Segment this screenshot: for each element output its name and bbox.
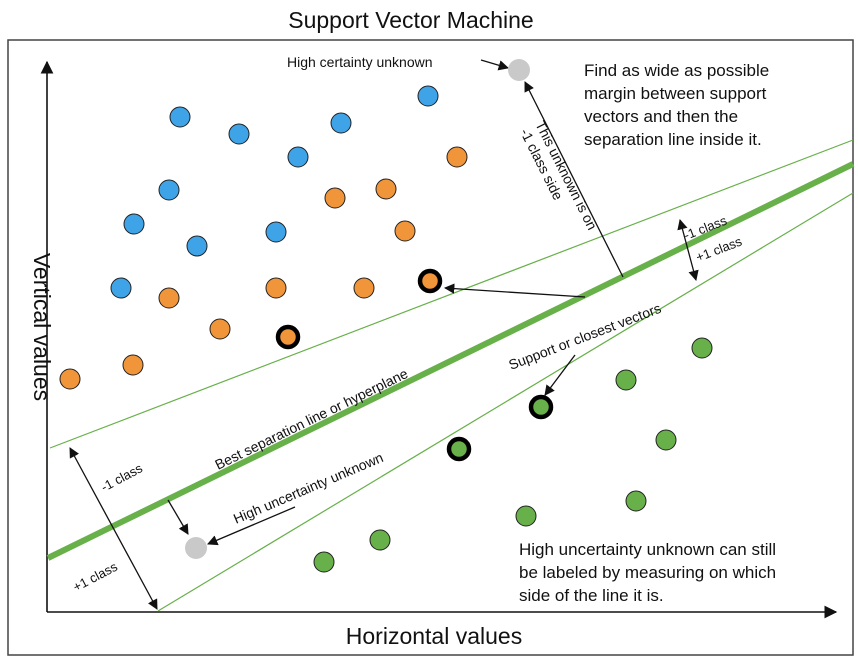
note-find-margin: Find as wide as possible margin between … [584, 61, 774, 149]
green-point [515, 505, 537, 527]
note-find-margin-line: Find as wide as possible [584, 61, 769, 80]
orange-point [122, 354, 144, 376]
orange-point [59, 368, 81, 390]
separation-line [46, 161, 855, 561]
note-find-margin-line: vectors and then the [584, 107, 738, 126]
green-point [615, 369, 637, 391]
green-point [625, 490, 647, 512]
data-points [59, 59, 713, 573]
arrow-uncertain-down [167, 499, 189, 535]
green-point [691, 337, 713, 359]
arrow-support-bottom [544, 354, 576, 396]
label-margin-left-minus: -1 class [98, 460, 145, 495]
blue-point [123, 213, 145, 235]
blue-point [265, 221, 287, 243]
diagram-frame [7, 39, 854, 656]
orange-point [353, 277, 375, 299]
blue-point [417, 85, 439, 107]
orange-point [375, 178, 397, 200]
orange-point [324, 187, 346, 209]
note-uncertainty-line: be labeled by measuring on which [519, 563, 776, 582]
orange-support-vector [417, 268, 443, 294]
diagram-title: Support Vector Machine [288, 7, 533, 33]
label-support-vectors: Support or closest vectors [506, 300, 663, 373]
note-uncertainty-line: High uncertainty unknown can still [519, 540, 776, 559]
arrow-margin-right [677, 218, 699, 282]
label-margin-left-plus: +1 class [70, 559, 120, 595]
arrow-margin-left [69, 447, 158, 610]
green-point [313, 551, 335, 573]
green-point [655, 429, 677, 451]
unknown-point [508, 59, 530, 81]
blue-point [228, 123, 250, 145]
blue-point [169, 106, 191, 128]
orange-point [158, 287, 180, 309]
blue-point [330, 112, 352, 134]
blue-point [110, 277, 132, 299]
orange-point [265, 277, 287, 299]
margin-line-lower [157, 192, 854, 612]
orange-point [446, 146, 468, 168]
label-high-certainty-unknown: High certainty unknown [287, 54, 433, 70]
note-find-margin-line: margin between support [584, 84, 767, 103]
arrow-uncertain-label [207, 506, 296, 546]
x-axis-label: Horizontal values [346, 623, 522, 649]
margin-line-upper [49, 139, 854, 449]
orange-support-vector [275, 324, 301, 350]
orange-point [209, 318, 231, 340]
green-support-vector [528, 394, 554, 420]
arrow-unknown-side [524, 81, 624, 278]
blue-point [158, 179, 180, 201]
arrow-high-certainty [480, 59, 509, 71]
note-find-margin-line: separation line inside it. [584, 130, 762, 149]
arrow-support-top [443, 283, 586, 298]
note-uncertainty: High uncertainty unknown can still be la… [519, 540, 781, 605]
orange-point [394, 220, 416, 242]
green-support-vector [446, 436, 472, 462]
y-axis-label: Vertical values [29, 253, 55, 401]
note-uncertainty-line: side of the line it is. [519, 586, 664, 605]
green-point [369, 529, 391, 551]
unknown-point [185, 537, 207, 559]
blue-point [287, 146, 309, 168]
blue-point [186, 235, 208, 257]
